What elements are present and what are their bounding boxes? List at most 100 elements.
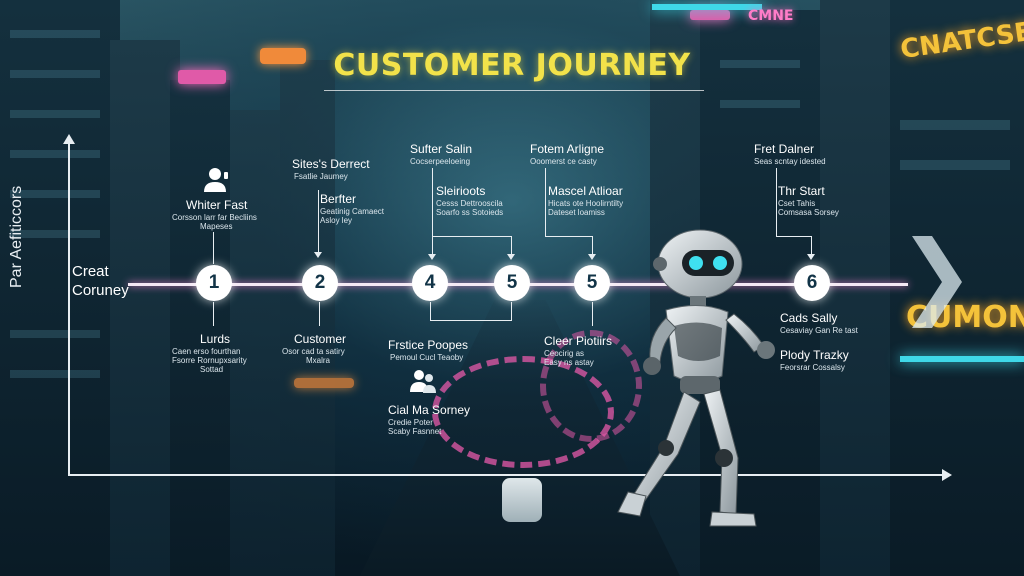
person-headset-icon	[204, 168, 228, 192]
window-strip	[10, 70, 100, 78]
street-light	[294, 378, 354, 388]
stage-caption: Easy ns astay	[544, 358, 594, 367]
stage-caption: Ceocirig as	[544, 349, 585, 358]
connector-line	[213, 302, 214, 326]
arrow-down-icon	[507, 254, 515, 260]
stage-caption: Credie Poter	[388, 418, 433, 427]
road-loop-marking	[540, 330, 642, 442]
stage-caption: Sottad	[200, 365, 224, 374]
stage-caption: Cesss Dettrooscila	[436, 199, 503, 208]
stage-caption: Dateset loamiss	[548, 208, 605, 217]
stage-caption: Soarfo ss Sotoieds	[436, 208, 504, 217]
window-strip	[10, 370, 100, 378]
stage-caption: Osor cad ta satiry	[282, 347, 345, 356]
connector-line	[776, 168, 777, 236]
robot-head	[653, 229, 743, 299]
window-strip	[10, 150, 100, 158]
journey-node[interactable]: 1	[196, 265, 232, 301]
stage-caption: Pemoul Cucl Teaoby	[390, 353, 464, 362]
window-strip	[900, 120, 1010, 130]
car	[502, 478, 542, 522]
people-group-icon	[410, 370, 436, 393]
stage-caption: Feorsrar Cossalsy	[780, 363, 845, 372]
journey-node[interactable]: 5	[574, 265, 610, 301]
connector-line	[592, 302, 593, 326]
stage-caption: Comsasa Sorsey	[778, 208, 839, 217]
window-strip	[720, 60, 800, 68]
stage-heading: Plody Trazky	[780, 348, 849, 362]
window-strip	[10, 230, 100, 238]
neon-sign	[260, 48, 306, 64]
y-axis-arrow-icon	[63, 134, 75, 144]
connector-line	[592, 236, 593, 254]
stage-heading: Lurds	[200, 332, 231, 346]
connector-line	[213, 232, 214, 264]
stage-heading: Sufter Salin	[410, 142, 473, 156]
stage-caption: Ooomerst ce casty	[530, 157, 597, 166]
neon-sign	[690, 10, 730, 20]
connector-line	[319, 302, 320, 326]
window-strip	[720, 100, 800, 108]
connector-line	[545, 168, 546, 236]
stage-caption: Corsson larr far Becliins	[172, 213, 257, 222]
building	[820, 0, 900, 576]
stage-caption: Mxalra	[306, 356, 331, 365]
window-strip	[10, 30, 100, 38]
stage-heading: Cial Ma Sorney	[388, 403, 471, 417]
journey-node[interactable]: 6	[794, 265, 830, 301]
stage-caption: Cesaviay Gan Re tast	[780, 326, 858, 335]
connector-line	[432, 236, 512, 237]
robot-figure	[617, 229, 775, 527]
stage-caption: Cset Tahis	[778, 199, 816, 208]
connector-line	[545, 236, 593, 237]
building	[0, 0, 120, 576]
connector-line	[776, 236, 812, 237]
window-strip	[900, 160, 1010, 170]
neon-strip	[900, 356, 1024, 362]
y-axis	[68, 140, 70, 476]
stage-caption: Caen erso fourthan	[172, 347, 241, 356]
journey-node[interactable]: 5	[494, 265, 530, 301]
journey-node[interactable]: 2	[302, 265, 338, 301]
start-label: Creat Coruney	[72, 262, 152, 300]
window-strip	[10, 330, 100, 338]
connector-line	[511, 236, 512, 254]
stage-caption: Scaby Fasnnet	[388, 427, 442, 436]
stage-caption: Seas scntay idested	[754, 157, 826, 166]
stage-caption: Asloy ley	[320, 216, 353, 225]
stage-caption: Mapeses	[200, 222, 233, 231]
stage-caption: Cocserpeeloeing	[410, 157, 471, 166]
arrow-down-icon	[588, 254, 596, 260]
connector-line	[318, 190, 319, 252]
connector-line	[432, 168, 433, 254]
title-underline	[324, 90, 704, 91]
start-label-line: Coruney	[72, 282, 129, 299]
connector-line	[511, 302, 512, 320]
stage-caption: Geatinig Camaect	[320, 207, 385, 216]
arrow-down-icon	[807, 254, 815, 260]
stage-heading: Sites's Derrect	[292, 157, 370, 171]
window-strip	[10, 190, 100, 198]
stage-heading: Customer	[294, 332, 347, 346]
neon-sign	[178, 70, 226, 84]
stage-heading: Fotem Arligne	[530, 142, 605, 156]
stage-caption: Fsatlie Jaumey	[294, 172, 348, 181]
stage-heading: Frstice Poopes	[388, 338, 469, 352]
stage-heading: Cads Sally	[780, 311, 838, 325]
stage-caption: Fsorre Rornupxsarity	[172, 356, 247, 365]
arrow-down-icon	[428, 254, 436, 260]
stage-heading: Cleer Piotiirs	[544, 334, 613, 348]
stage-heading: Fret Dalner	[754, 142, 815, 156]
building	[280, 60, 335, 576]
window-strip	[10, 110, 100, 118]
connector-line	[811, 236, 812, 254]
start-label-line: Creat	[72, 263, 109, 280]
x-axis-arrow-icon	[942, 469, 952, 481]
journey-node[interactable]: 4	[412, 265, 448, 301]
connector-line	[430, 302, 431, 320]
connector-line	[430, 320, 512, 321]
x-axis	[68, 474, 944, 476]
building	[170, 80, 230, 576]
neon-strip	[652, 4, 762, 10]
